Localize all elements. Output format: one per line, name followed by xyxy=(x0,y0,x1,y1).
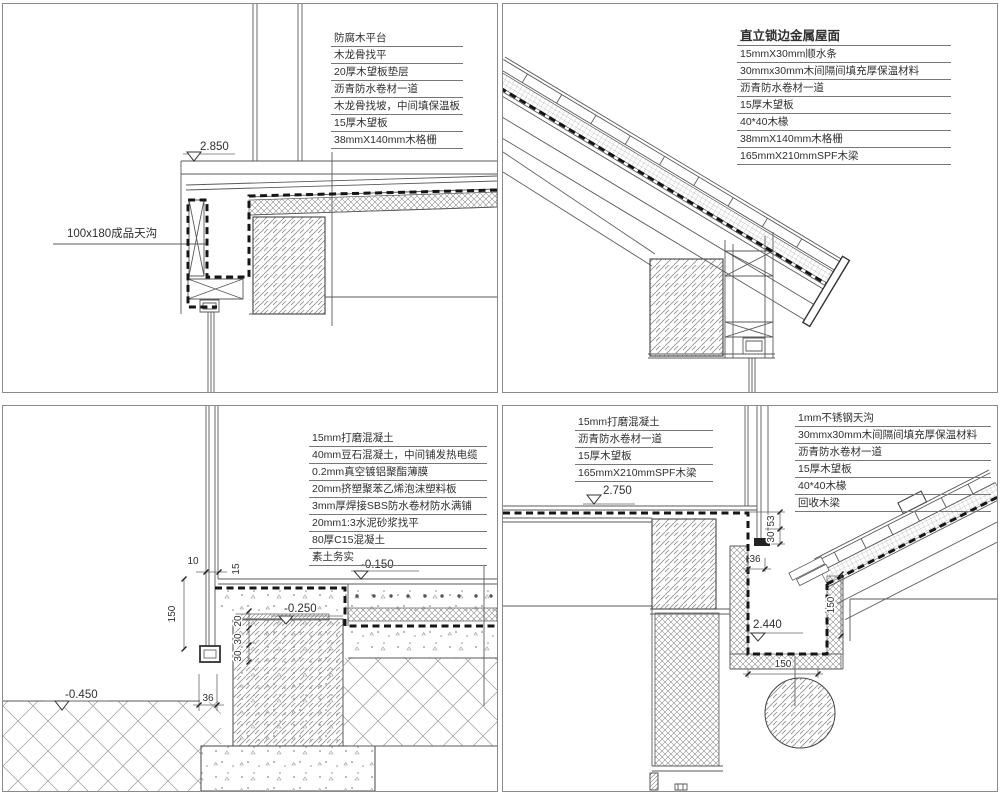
dim-150-horizontal: 150 xyxy=(775,659,792,670)
flat-roof-layer-list: 15mm打磨混凝土 沥青防水卷材一道 15厚木望板 165mmX210mmSPF… xyxy=(575,414,713,482)
gutter-edge-cap xyxy=(754,538,770,546)
platform-layer-list: 防腐木平台 木龙骨找平 20厚木望板垫层 沥青防水卷材一道 木龙骨找坡，中间填保… xyxy=(331,30,463,149)
dim-30a: 30 xyxy=(233,633,244,645)
layer-item: 0.2mm真空镀铝聚酯薄膜 xyxy=(309,464,487,481)
platform-gutter-drawing: 2.850 100x180成品天沟 xyxy=(53,4,497,392)
layer-item: 165mmX210mmSPF木梁 xyxy=(737,148,951,165)
layer-item: 沥青防水卷材一道 xyxy=(331,81,463,98)
layer-item: 20mm1:3水泥砂浆找平 xyxy=(309,515,487,532)
elevation-2440: 2.440 xyxy=(753,619,782,631)
detail-panel-metal-roof: 直立锁边金属屋面 15mmX30mm顺水条 30mmx30mm木间隔间填充厚保温… xyxy=(502,3,998,393)
layer-item: 15mm打磨混凝土 xyxy=(575,414,713,431)
gutter-note-label: 100x180成品天沟 xyxy=(67,227,157,240)
layer-item: 15厚木望板 xyxy=(575,448,713,465)
dim-30: 30 xyxy=(766,531,777,543)
elevation-2750: 2.750 xyxy=(603,485,632,497)
layer-item: 15厚木望板 xyxy=(795,461,991,478)
layer-item: 1mm不锈钢天沟 xyxy=(795,410,991,427)
roof-title: 直立锁边金属屋面 xyxy=(737,28,951,46)
dim-150-vertical: 150 xyxy=(826,596,837,613)
elevation-minus-250: -0.250 xyxy=(284,603,317,615)
layer-item: 沥青防水卷材一道 xyxy=(795,444,991,461)
elevation-marker-triangle xyxy=(185,151,203,162)
layer-item: 防腐木平台 xyxy=(331,30,463,47)
layer-item: 15mmX30mm顺水条 xyxy=(737,46,951,63)
layer-item: 20mm挤塑聚苯乙烯泡沫塑料板 xyxy=(309,481,487,498)
dim-15: 15 xyxy=(231,563,242,575)
heating-cable-dots xyxy=(355,594,493,598)
dim-53: 53 xyxy=(766,515,777,527)
floor-layer-list: 15mm打磨混凝土 40mm豆石混凝土，中间铺发热电缆 0.2mm真空镀铝聚酯薄… xyxy=(309,430,487,566)
layer-item: 素土务实 xyxy=(309,549,487,566)
dim-150: 150 xyxy=(167,605,178,622)
metal-roof-drawing xyxy=(503,56,851,392)
layer-item: 40*40木椽 xyxy=(795,478,991,495)
dim-36: 36 xyxy=(749,554,761,565)
layer-item: 20厚木望板垫层 xyxy=(331,64,463,81)
layer-item: 15厚木望板 xyxy=(331,115,463,132)
layer-item: 木龙骨找坡，中间填保温板 xyxy=(331,98,463,115)
layer-item: 38mmX140mm木格栅 xyxy=(331,132,463,149)
layer-item: 沥青防水卷材一道 xyxy=(737,80,951,97)
dim-10: 10 xyxy=(187,556,199,567)
layer-item: 40mm豆石混凝土，中间铺发热电缆 xyxy=(309,447,487,464)
layer-item: 15厚木望板 xyxy=(737,97,951,114)
roof-gutter-drawing: 53 30 36 150 150 2.750 2.440 xyxy=(503,406,997,791)
layer-item: 30mmx30mm木间隔间填充厚保温材料 xyxy=(795,427,991,444)
roof-layer-list: 直立锁边金属屋面 15mmX30mm顺水条 30mmx30mm木间隔间填充厚保温… xyxy=(737,28,951,165)
dim-30b: 30 xyxy=(233,650,244,662)
layer-item: 165mmX210mmSPF木梁 xyxy=(575,465,713,482)
layer-item: 3mm厚焊接SBS防水卷材防水满铺 xyxy=(309,498,487,515)
layer-item: 沥青防水卷材一道 xyxy=(575,431,713,448)
detail-panel-ground-floor: 10 15 150 20 30 30 36 -0.150 -0.250 -0.4… xyxy=(2,405,498,792)
layer-item: 80厚C15混凝土 xyxy=(309,532,487,549)
layer-item: 40*40木椽 xyxy=(737,114,951,131)
elevation-minus-450: -0.450 xyxy=(65,689,98,701)
dim-36: 36 xyxy=(202,693,214,704)
ground-floor-drawing: 10 15 150 20 30 30 36 -0.150 -0.250 -0.4… xyxy=(3,406,497,791)
gutter-roof-layer-list: 1mm不锈钢天沟 30mmx30mm木间隔间填充厚保温材料 沥青防水卷材一道 1… xyxy=(795,410,991,512)
layer-item: 15mm打磨混凝土 xyxy=(309,430,487,447)
detail-panel-platform-gutter: 2.850 100x180成品天沟 防腐木平台 木龙骨找平 20厚木望板垫层 沥… xyxy=(2,3,498,393)
layer-item: 38mmX140mm木格栅 xyxy=(737,131,951,148)
elevation-2850: 2.850 xyxy=(200,141,229,153)
layer-item: 30mmx30mm木间隔间填充厚保温材料 xyxy=(737,63,951,80)
layer-item: 木龙骨找平 xyxy=(331,47,463,64)
layer-item: 回收木梁 xyxy=(795,495,991,512)
detail-panel-roof-gutter-junction: 53 30 36 150 150 2.750 2.440 15mm打磨混凝土 沥… xyxy=(502,405,998,792)
dim-20: 20 xyxy=(233,615,244,627)
